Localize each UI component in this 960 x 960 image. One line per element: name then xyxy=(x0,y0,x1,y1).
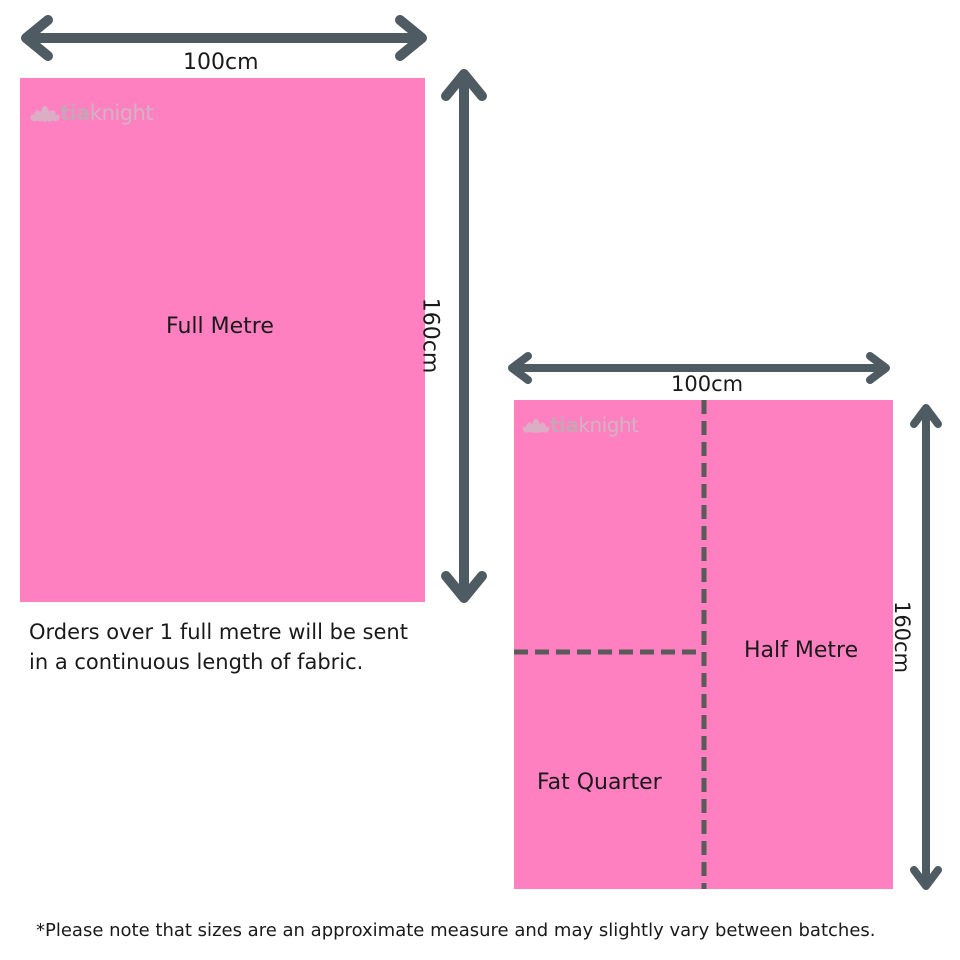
logo-text-bold: tia xyxy=(60,101,90,125)
note-line-2: in a continuous length of fabric. xyxy=(29,650,364,674)
full-metre-width-arrow xyxy=(21,15,427,61)
logo-text-bold: tia xyxy=(550,413,579,437)
logo-text-light: knight xyxy=(89,101,154,125)
half-metre-label: Half Metre xyxy=(744,638,859,663)
half-metre-width-label: 100cm xyxy=(671,372,744,396)
full-metre-note: Orders over 1 full metre will be sent in… xyxy=(29,617,408,677)
logo-text-light: knight xyxy=(578,413,639,437)
note-line-1: Orders over 1 full metre will be sent xyxy=(29,620,408,644)
lotus-icon xyxy=(30,106,60,122)
lotus-icon xyxy=(522,418,550,434)
full-metre-height-arrow xyxy=(441,69,487,603)
half-metre-width-arrow xyxy=(508,352,890,384)
half-metre-height-label: 160cm xyxy=(890,600,915,674)
half-metre-height-arrow xyxy=(910,404,942,890)
full-metre-width-label: 100cm xyxy=(183,50,259,75)
full-metre-fabric xyxy=(20,78,425,602)
footnote: *Please note that sizes are an approxima… xyxy=(36,920,876,941)
full-metre-label: Full Metre xyxy=(166,314,274,339)
fat-quarter-label: Fat Quarter xyxy=(537,770,662,795)
